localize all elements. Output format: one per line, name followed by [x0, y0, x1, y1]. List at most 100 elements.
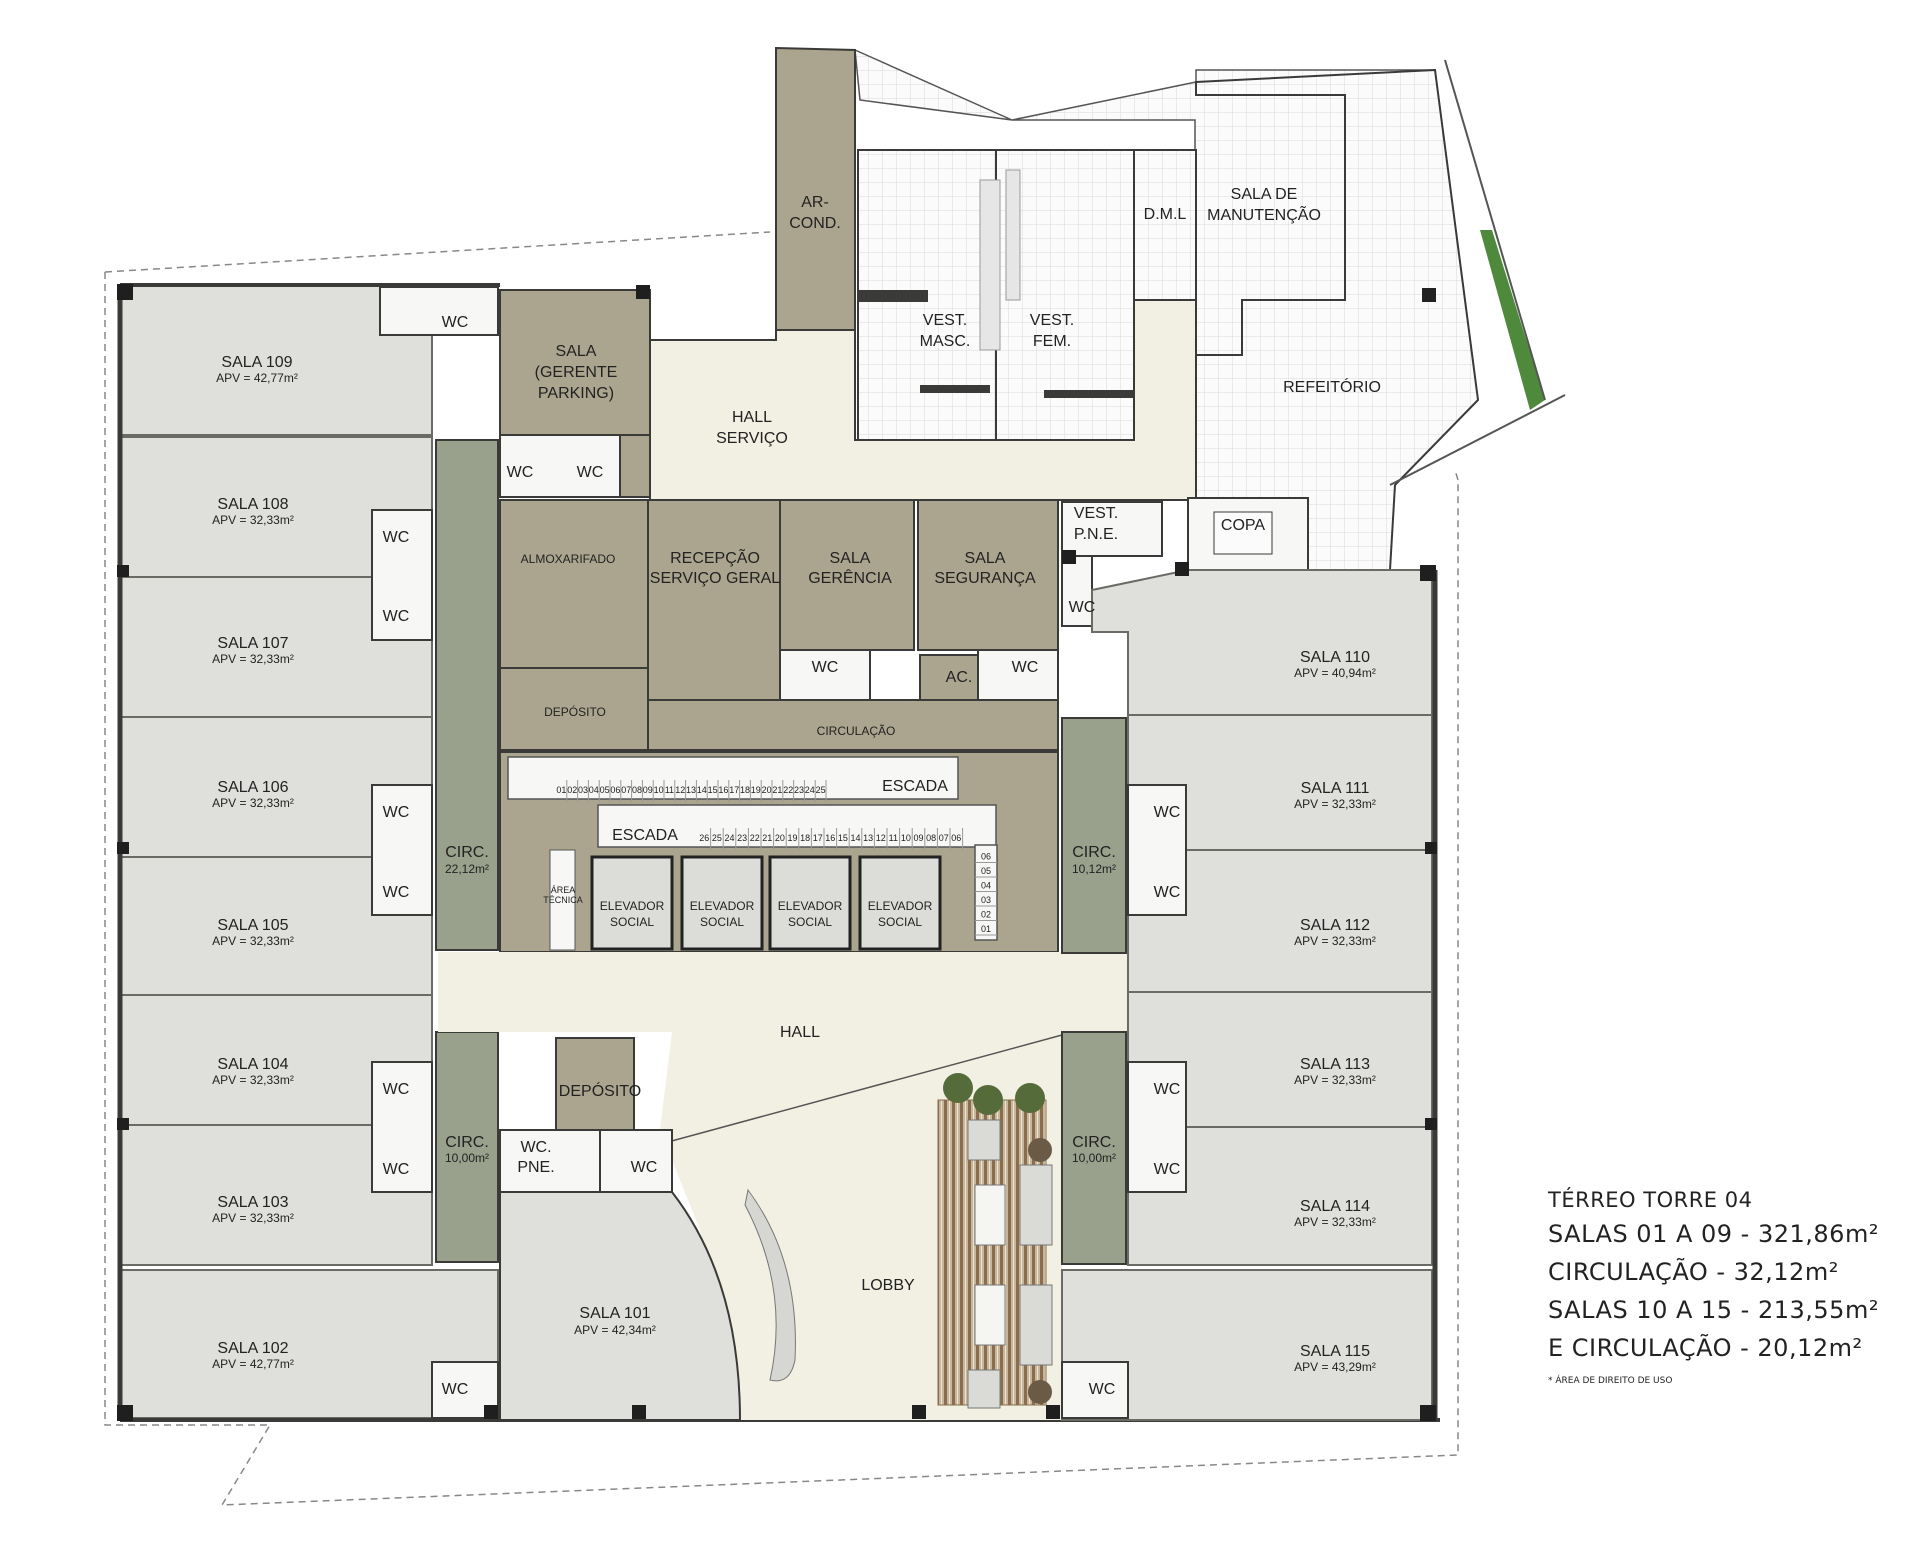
- sala-114-apv: APV = 32,33m²: [1294, 1215, 1376, 1229]
- sala-gerencia-room: [779, 499, 915, 651]
- recepcao-label: RECEPÇÃO: [670, 547, 760, 567]
- stair-step-number: 14: [697, 785, 707, 795]
- stair-step-number: 01: [556, 785, 566, 795]
- elevator-4: [858, 855, 942, 951]
- wc-pne-label: WC.: [520, 1139, 551, 1156]
- sala-seguranca-room: [917, 499, 1059, 651]
- stair-step-number: 04: [981, 881, 991, 891]
- wc-label: WC: [442, 1381, 469, 1398]
- room-labels: SALA 109 APV = 42,77m² SALA 108 APV = 32…: [212, 186, 1381, 1398]
- sala-111-name: SALA 111: [1301, 780, 1370, 797]
- stair-step-number: 02: [567, 785, 577, 795]
- stair-step-number: 09: [643, 785, 653, 795]
- sala-manutencao-label: MANUTENÇÃO: [1207, 204, 1321, 224]
- stair-step-number: 17: [813, 833, 823, 843]
- stair-step-number: 06: [610, 785, 620, 795]
- stair-step-number: 25: [816, 785, 826, 795]
- wc-label: WC: [507, 464, 534, 481]
- sala-112-apv: APV = 32,33m²: [1294, 934, 1376, 948]
- dml-label: D.M.L: [1144, 206, 1187, 223]
- sala-114-name: SALA 114: [1300, 1198, 1370, 1215]
- hall-label: HALL: [780, 1024, 820, 1041]
- legend-title: TÉRREO TORRE 04: [1548, 1188, 1753, 1212]
- hall-servico-label: SERVIÇO: [716, 430, 788, 447]
- circ-left-top-area: 22,12m²: [445, 862, 489, 876]
- legend: TÉRREO TORRE 04 SALAS 01 A 09 - 321,86m²…: [1548, 1188, 1879, 1386]
- sala-109-name: SALA 109: [221, 354, 292, 371]
- wc-label: WC: [383, 1081, 410, 1098]
- sala-113-name: SALA 113: [1300, 1056, 1370, 1073]
- elevator-2-label: ELEVADOR: [690, 899, 755, 913]
- area-tecnica-label: ÁREA: [551, 885, 576, 895]
- reception-counter: [744, 1188, 796, 1382]
- elevator-1: [590, 855, 674, 951]
- stair-step-number: 24: [805, 785, 815, 795]
- stair-step-number: 20: [775, 833, 785, 843]
- refeitorio-label: REFEITÓRIO: [1283, 377, 1381, 396]
- vest-pne-label: P.N.E.: [1074, 526, 1118, 543]
- wc-label: WC: [383, 529, 410, 546]
- stair-step-number: 16: [718, 785, 728, 795]
- vest-masc-label: VEST.: [923, 312, 967, 329]
- wc-label: WC: [1089, 1381, 1116, 1398]
- stair-step-number: 21: [762, 833, 772, 843]
- sala-103-apv: APV = 32,33m²: [212, 1211, 294, 1225]
- sala-109-apv: APV = 42,77m²: [216, 371, 298, 385]
- escada-label: ESCADA: [612, 827, 678, 844]
- stair-step-number: 15: [838, 833, 848, 843]
- wc-label: WC: [383, 608, 410, 625]
- stair-step-number: 07: [621, 785, 631, 795]
- lobby-label: LOBBY: [861, 1277, 915, 1294]
- property-boundary: [104, 231, 1459, 1506]
- elevator-3-label: SOCIAL: [788, 915, 832, 929]
- ar-cond-label: COND.: [789, 215, 841, 232]
- stair-step-number: 11: [889, 833, 898, 843]
- circ-left-top-label: CIRC.: [445, 844, 489, 861]
- elevator-2-label: SOCIAL: [700, 915, 744, 929]
- stair-step-number: 25: [712, 833, 722, 843]
- circ-right-top-label: CIRC.: [1072, 844, 1116, 861]
- elevator-1-label: SOCIAL: [610, 915, 654, 929]
- legend-line-3: SALAS 10 A 15 - 213,55m²: [1548, 1296, 1879, 1324]
- plant-1: [943, 1073, 973, 1103]
- wc-label: WC: [1154, 1081, 1181, 1098]
- wc-label: WC: [1012, 659, 1039, 676]
- recepcao-label: SERVIÇO GERAL: [650, 570, 781, 587]
- wc-label: WC: [383, 804, 410, 821]
- circ-left-top: [435, 439, 499, 951]
- ar-cond-room: [775, 46, 856, 331]
- sala-gerente-label: PARKING): [538, 385, 614, 402]
- vest-fem-label: FEM.: [1033, 333, 1071, 350]
- stair-step-number: 06: [981, 852, 991, 862]
- hall-servico-label: HALL: [732, 409, 772, 426]
- sala-115-apv: APV = 43,29m²: [1294, 1360, 1376, 1374]
- wc-label: WC: [631, 1159, 658, 1176]
- stair-bottom: [597, 804, 997, 848]
- grass-strip: [1480, 230, 1545, 410]
- sala-115-name: SALA 115: [1300, 1343, 1370, 1360]
- escada-label: ESCADA: [882, 778, 948, 795]
- elevator-1-label: ELEVADOR: [600, 899, 665, 913]
- vest-masc-label: MASC.: [920, 333, 971, 350]
- stair-step-number: 05: [600, 785, 610, 795]
- stair-step-number: 10: [654, 785, 664, 795]
- stair-step-number: 09: [913, 833, 923, 843]
- stair-step-number: 11: [665, 785, 674, 795]
- almoxarifado-label: ALMOXARIFADO: [521, 552, 616, 566]
- sala-104-name: SALA 104: [217, 1056, 288, 1073]
- stair-step-number: 03: [578, 785, 588, 795]
- stair-step-number: 12: [876, 833, 886, 843]
- elevator-3: [768, 855, 852, 951]
- stair-step-number: 18: [800, 833, 810, 843]
- stair-step-number: 13: [686, 785, 696, 795]
- sala-101-name: SALA 101: [579, 1305, 650, 1322]
- stair-step-number: 19: [787, 833, 797, 843]
- sala-102-name: SALA 102: [217, 1340, 288, 1357]
- sala-110-room: [1091, 569, 1433, 716]
- deposito-lobby-label: DEPÓSITO: [559, 1081, 641, 1100]
- sala-gerencia-label: SALA: [830, 550, 871, 567]
- legend-note: * ÁREA DE DIREITO DE USO: [1548, 1376, 1673, 1386]
- stair-step-number: 08: [926, 833, 936, 843]
- circulacao-corridor: [647, 699, 1059, 751]
